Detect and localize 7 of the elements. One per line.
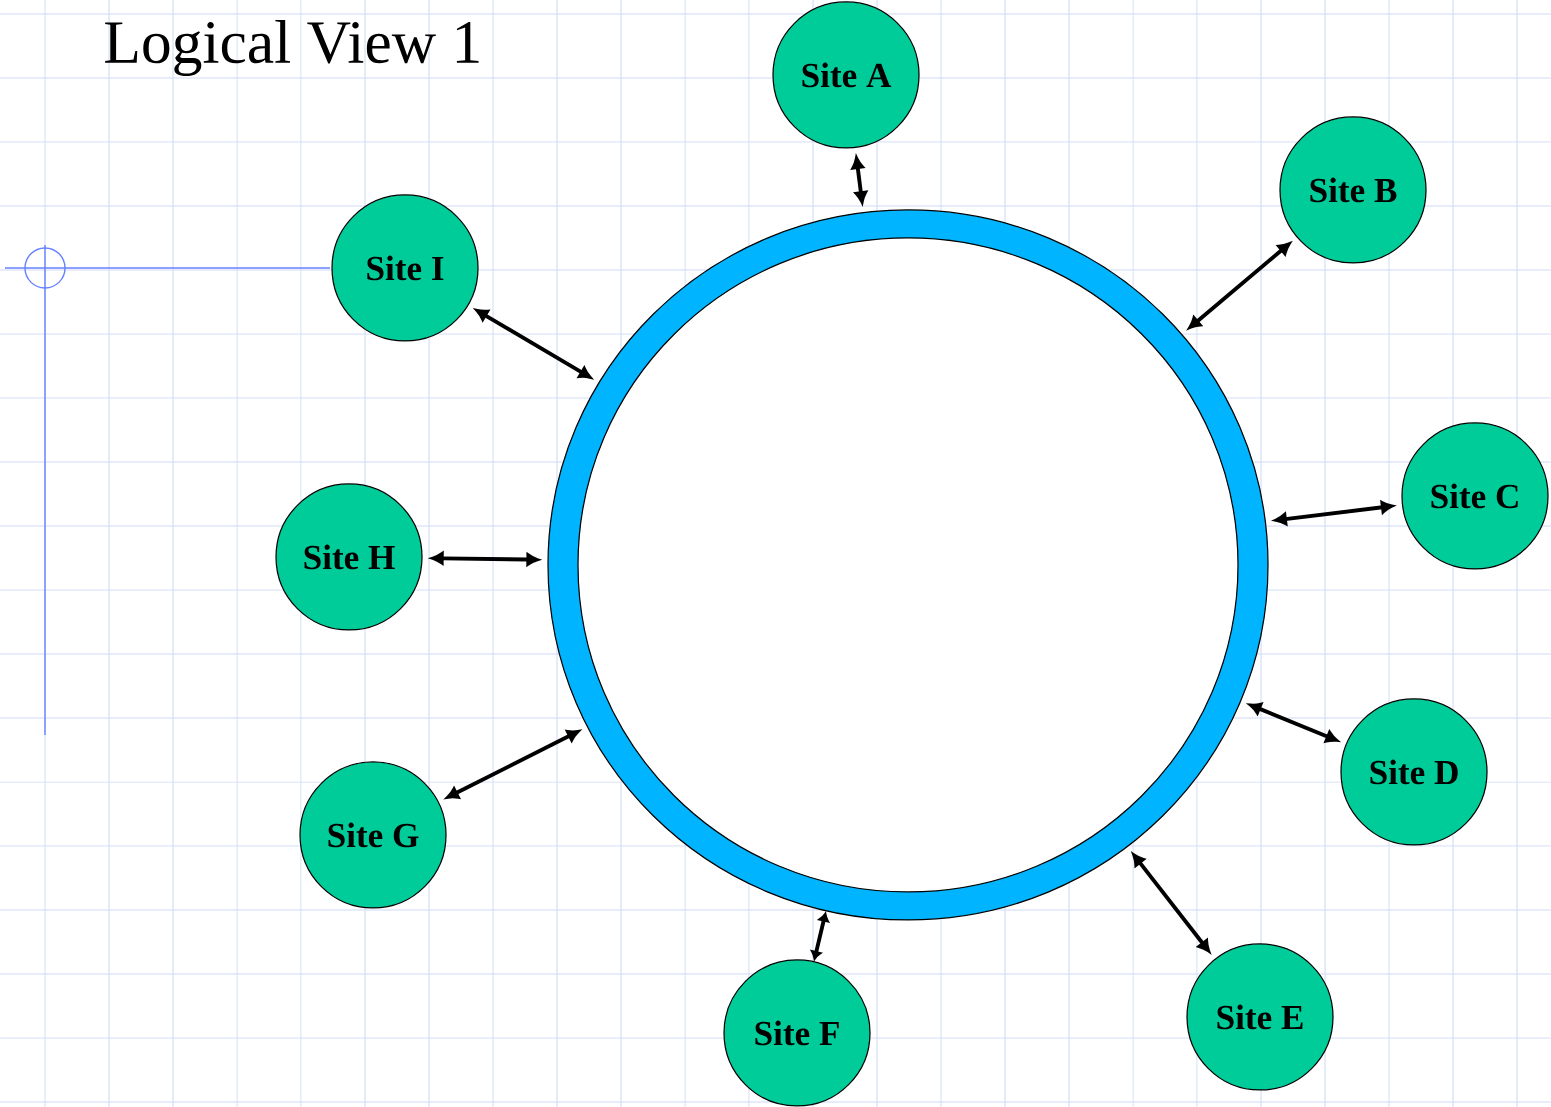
arrow [810,912,830,960]
arrow [1188,242,1291,329]
arrow [1132,853,1211,953]
arrow [446,730,580,799]
ring [547,209,1269,921]
title: Logical View 1 [105,20,479,76]
arrow [475,309,592,379]
